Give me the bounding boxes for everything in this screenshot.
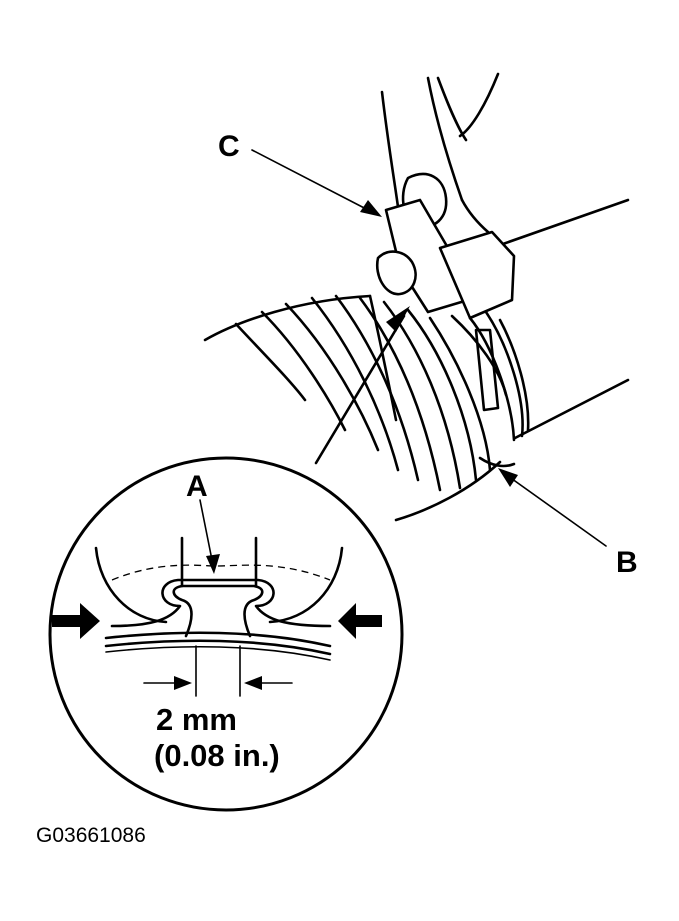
dimension-metric: 2 mm (156, 702, 237, 737)
detail-magnifier (48, 456, 404, 812)
squeeze-arrow-right (338, 603, 382, 639)
callout-a: A (186, 470, 208, 503)
dimension-imperial: (0.08 in.) (154, 738, 280, 773)
axle-shaft (498, 198, 630, 440)
squeeze-arrow-left (52, 603, 100, 639)
pincer-tool (375, 72, 516, 320)
boot-band (468, 310, 530, 468)
callout-b: B (616, 546, 638, 579)
leader-b (498, 468, 607, 547)
leader-c (251, 149, 382, 217)
figure-id: G03661086 (36, 824, 146, 847)
callout-c: C (218, 130, 240, 163)
zoom-leader (314, 306, 410, 465)
